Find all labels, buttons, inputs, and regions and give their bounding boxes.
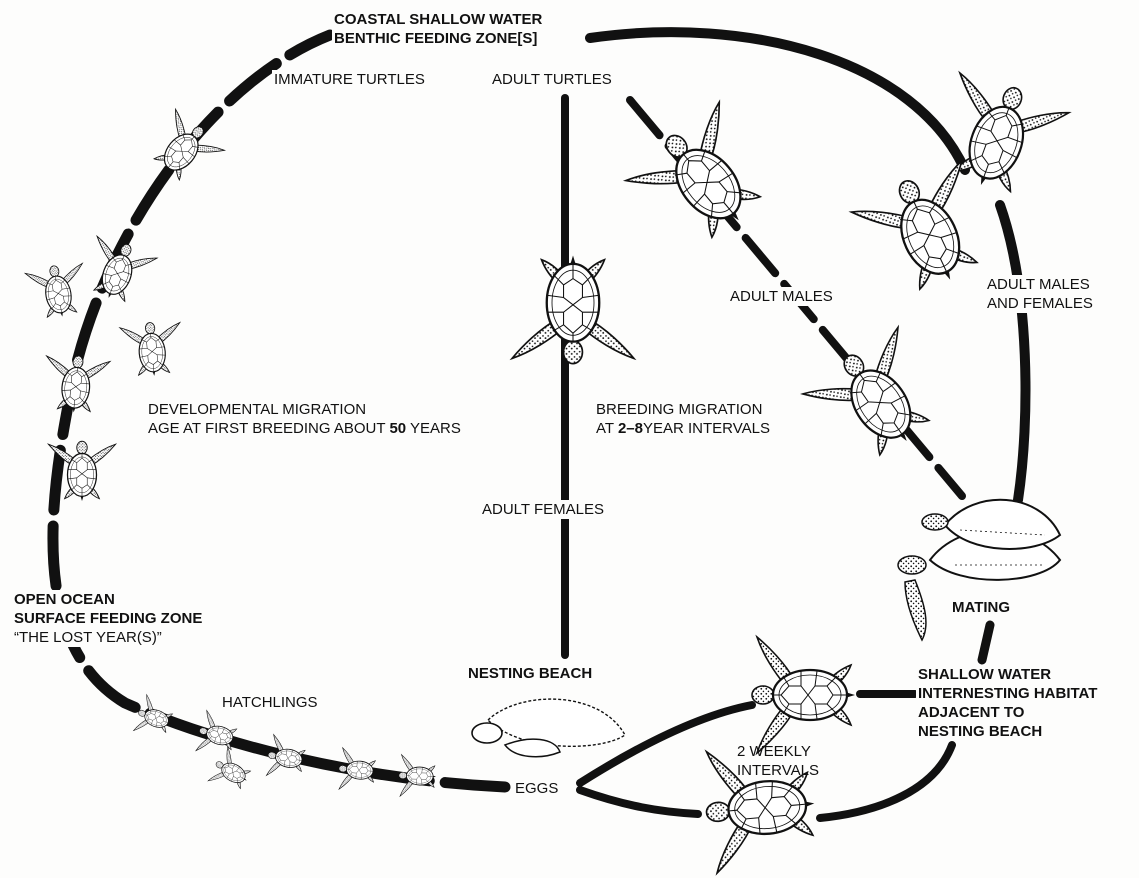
hatchling-icon [337, 748, 378, 793]
hatchling-icon [398, 754, 437, 797]
coastal-zone-line1: COASTAL SHALLOW WATER [334, 10, 542, 29]
nesting-beach-label: NESTING BEACH [466, 664, 594, 683]
first-breeding-age: 50 [389, 420, 406, 437]
adult-females-label: ADULT FEMALES [480, 500, 606, 519]
two-weekly-line2: INTERVALS [737, 761, 819, 780]
internesting-line1: SHALLOW WATER [918, 665, 1097, 684]
lost-years-line: “THE LOST YEAR(S)” [14, 628, 202, 647]
adult-males-females-line2: AND FEMALES [987, 294, 1093, 313]
adult-female-turtle-icon [512, 256, 634, 364]
coastal-zone-label: COASTAL SHALLOW WATER BENTHIC FEEDING ZO… [332, 10, 544, 48]
hatchling-icon [207, 746, 257, 798]
open-ocean-label: OPEN OCEAN SURFACE FEEDING ZONE “THE LOS… [12, 590, 204, 647]
immature-turtle-icon [120, 320, 185, 379]
hatchling-icon [265, 734, 309, 782]
immature-turtle-icon [25, 261, 91, 322]
developmental-migration-label: DEVELOPMENTAL MIGRATION AGE AT FIRST BRE… [146, 400, 463, 438]
open-ocean-line2: SURFACE FEEDING ZONE [14, 609, 202, 628]
developmental-prefix: AGE AT FIRST BREEDING ABOUT [148, 420, 389, 437]
internesting-line4: NESTING BEACH [918, 722, 1097, 741]
two-weekly-intervals-label: 2 WEEKLY INTERVALS [735, 742, 821, 780]
adult-males-label: ADULT MALES [728, 287, 835, 306]
adult-turtles-label: ADULT TURTLES [490, 70, 614, 89]
two-weekly-line1: 2 WEEKLY [737, 742, 819, 761]
immature-turtle-icon [42, 353, 110, 415]
internesting-habitat-label: SHALLOW WATER INTERNESTING HABITAT ADJAC… [916, 665, 1099, 741]
eggs-label: EGGS [513, 779, 560, 798]
breeding-interval: 2–8 [618, 420, 643, 437]
developmental-suffix: YEARS [406, 420, 461, 437]
coastal-zone-line2: BENTHIC FEEDING ZONE[S] [334, 29, 542, 48]
internesting-turtle-icon [752, 637, 855, 753]
adult-males-females-label: ADULT MALES AND FEMALES [985, 275, 1095, 313]
breeding-migration-label: BREEDING MIGRATION AT 2–8YEAR INTERVALS [594, 400, 772, 438]
nesting-turtle-icon [472, 699, 625, 757]
adult-male-turtle-icon [800, 323, 954, 474]
breeding-migration-line2: AT 2–8YEAR INTERVALS [596, 419, 770, 438]
hatchlings-label: HATCHLINGS [220, 693, 320, 712]
mating-label: MATING [950, 598, 1012, 617]
internesting-line3: ADJACENT TO [918, 703, 1097, 722]
open-ocean-line1: OPEN OCEAN [14, 590, 202, 609]
developmental-migration-line2: AGE AT FIRST BREEDING ABOUT 50 YEARS [148, 419, 461, 438]
breeding-suffix: YEAR INTERVALS [643, 420, 770, 437]
internesting-line2: INTERNESTING HABITAT [918, 684, 1097, 703]
breeding-migration-line1: BREEDING MIGRATION [596, 400, 770, 419]
developmental-migration-line1: DEVELOPMENTAL MIGRATION [148, 400, 461, 419]
adult-males-females-line1: ADULT MALES [987, 275, 1093, 294]
breeding-prefix: AT [596, 420, 618, 437]
immature-turtles-label: IMMATURE TURTLES [272, 70, 427, 89]
mating-turtles-icon [898, 500, 1060, 640]
